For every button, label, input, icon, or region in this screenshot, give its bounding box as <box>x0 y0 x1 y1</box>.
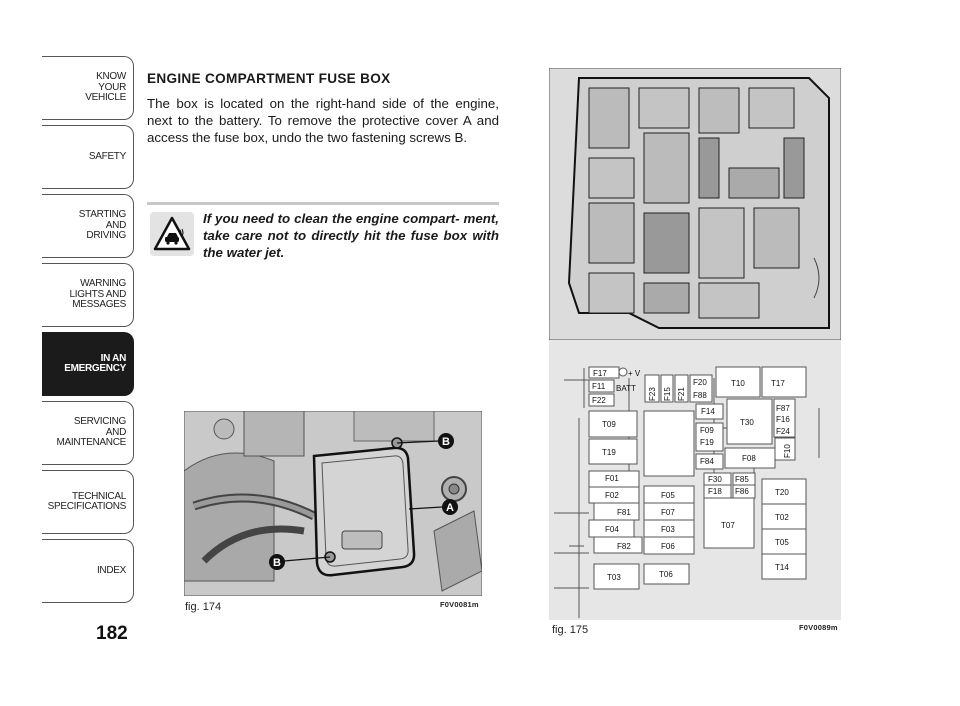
relay-t30: T30 <box>740 418 754 427</box>
fuse-f85: F85 <box>735 475 749 484</box>
fuse-f19: F19 <box>700 438 714 447</box>
fuse-f02: F02 <box>605 491 619 500</box>
fig174-code: F0V0081m <box>440 600 479 609</box>
fuse-f15: F15 <box>663 387 672 401</box>
relay-t17: T17 <box>771 379 785 388</box>
fuse-f14: F14 <box>701 407 715 416</box>
tab-know-your-vehicle[interactable]: KNOW YOUR VEHICLE <box>42 56 134 120</box>
fuse-f88: F88 <box>693 391 707 400</box>
fuse-f05: F05 <box>661 491 675 500</box>
tab-warning-lights[interactable]: WARNING LIGHTS AND MESSAGES <box>42 263 134 327</box>
fuse-f11: F11 <box>592 382 606 391</box>
tab-starting-and-driving[interactable]: STARTING AND DRIVING <box>42 194 134 258</box>
fuse-f20: F20 <box>693 378 707 387</box>
warning-divider <box>147 202 499 205</box>
relay-t03: T03 <box>607 573 621 582</box>
fuse-f84: F84 <box>700 457 714 466</box>
relay-t05: T05 <box>775 538 789 547</box>
fuse-box-layout-figure: F17 + V F11 BATT F22 F23 F15 F21 F20 F88… <box>548 67 842 621</box>
tab-in-an-emergency[interactable]: IN AN EMERGENCY <box>42 332 134 396</box>
fuse-f21: F21 <box>677 387 686 401</box>
fuse-f16: F16 <box>776 415 790 424</box>
fuse-f24: F24 <box>776 427 790 436</box>
fuse-f82: F82 <box>617 542 631 551</box>
fig174-caption: fig. 174 <box>185 601 222 613</box>
car-wash-warning-icon <box>150 212 194 256</box>
fuse-f30: F30 <box>708 475 722 484</box>
relay-t09: T09 <box>602 420 616 429</box>
label-plus-v: + V <box>628 369 641 378</box>
warning-text: If you need to clean the engine compart-… <box>203 211 499 260</box>
fuse-f09: F09 <box>700 426 714 435</box>
fuse-f06: F06 <box>661 542 675 551</box>
marker-b-bottom: B <box>273 557 281 569</box>
tab-safety[interactable]: SAFETY <box>42 125 134 189</box>
fuse-f04: F04 <box>605 525 619 534</box>
relay-t06: T06 <box>659 570 673 579</box>
relay-t20: T20 <box>775 488 789 497</box>
fuse-f08: F08 <box>742 454 756 463</box>
fuse-box-photo: B A B <box>183 410 483 597</box>
section-body: The box is located on the right-hand sid… <box>147 96 499 145</box>
fuse-f23: F23 <box>648 387 657 401</box>
tab-technical-specifications[interactable]: TECHNICAL SPECIFICATIONS <box>42 470 134 534</box>
tab-index[interactable]: INDEX <box>42 539 134 603</box>
relay-t19: T19 <box>602 448 616 457</box>
fuse-f17: F17 <box>593 369 607 378</box>
fuse-f18: F18 <box>708 487 722 496</box>
fig175-caption: fig. 175 <box>552 624 589 636</box>
relay-t02: T02 <box>775 513 789 522</box>
fuse-box-drawing <box>567 77 830 329</box>
page-number: 182 <box>96 623 128 644</box>
relay-t07: T07 <box>721 521 735 530</box>
marker-b-top: B <box>442 436 450 448</box>
label-batt: BATT <box>616 384 636 393</box>
fuse-f86: F86 <box>735 487 749 496</box>
fuse-f07: F07 <box>661 508 675 517</box>
fig175-code: F0V0089m <box>799 623 838 632</box>
fuse-f10: F10 <box>783 444 792 458</box>
fuse-f22: F22 <box>592 396 606 405</box>
relay-t14: T14 <box>775 563 789 572</box>
section-title: ENGINE COMPARTMENT FUSE BOX <box>147 71 391 86</box>
marker-a: A <box>446 502 454 514</box>
fuse-f03: F03 <box>661 525 675 534</box>
relay-t10: T10 <box>731 379 745 388</box>
tab-servicing[interactable]: SERVICING AND MAINTENANCE <box>42 401 134 465</box>
fuse-f01: F01 <box>605 474 619 483</box>
fuse-f81: F81 <box>617 508 631 517</box>
fuse-f87: F87 <box>776 404 790 413</box>
